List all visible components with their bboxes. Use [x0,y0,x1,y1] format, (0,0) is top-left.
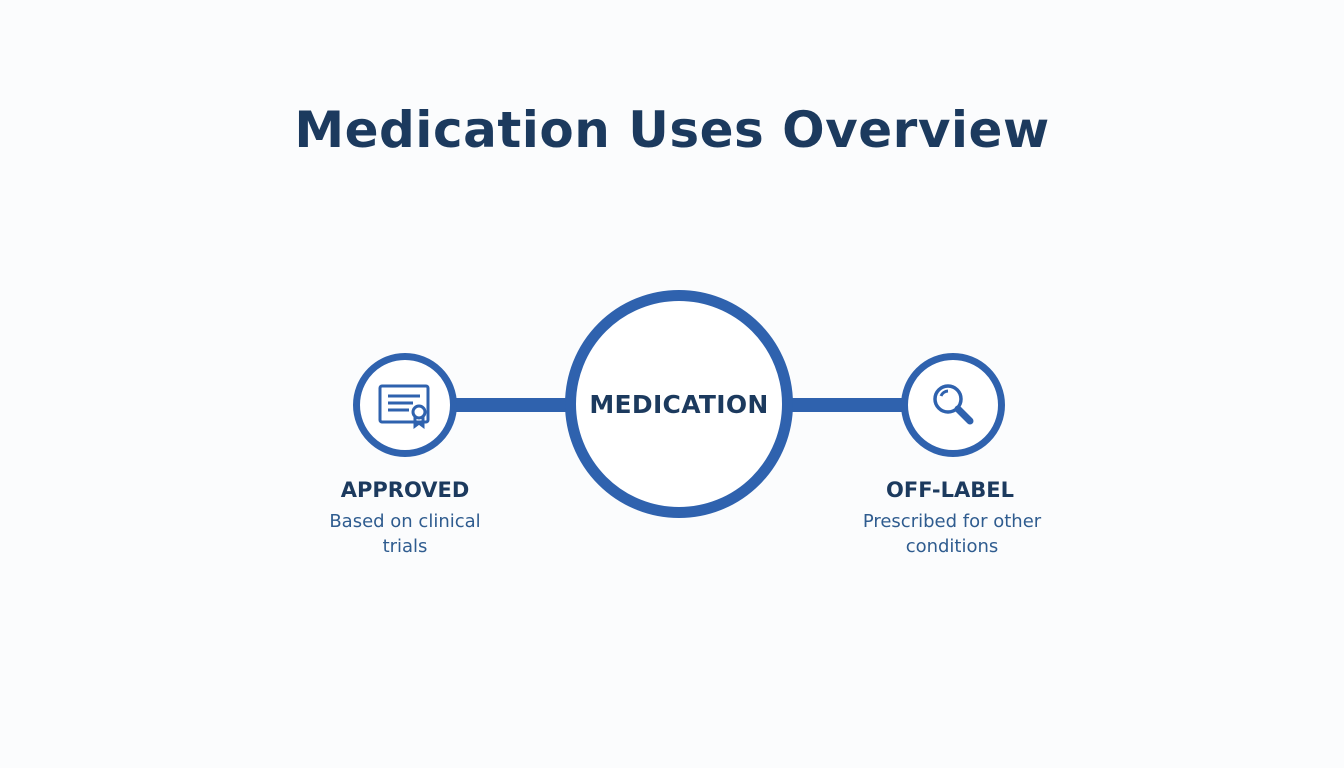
off-label-node [901,353,1005,457]
off-label-heading: OFF-LABEL [886,478,1014,502]
off-label-description: Prescribed for other conditions [862,511,1042,557]
certificate-icon [377,381,433,429]
page-title: Medication Uses Overview [294,101,1050,159]
approved-description: Based on clinical trials [329,511,481,557]
medication-label: MEDICATION [589,389,769,419]
connector-left [452,398,572,412]
approved-heading: APPROVED [340,478,470,502]
medication-node: MEDICATION [565,290,793,518]
approved-node [353,353,457,457]
connector-right [786,398,908,412]
magnifier-icon [927,379,979,431]
